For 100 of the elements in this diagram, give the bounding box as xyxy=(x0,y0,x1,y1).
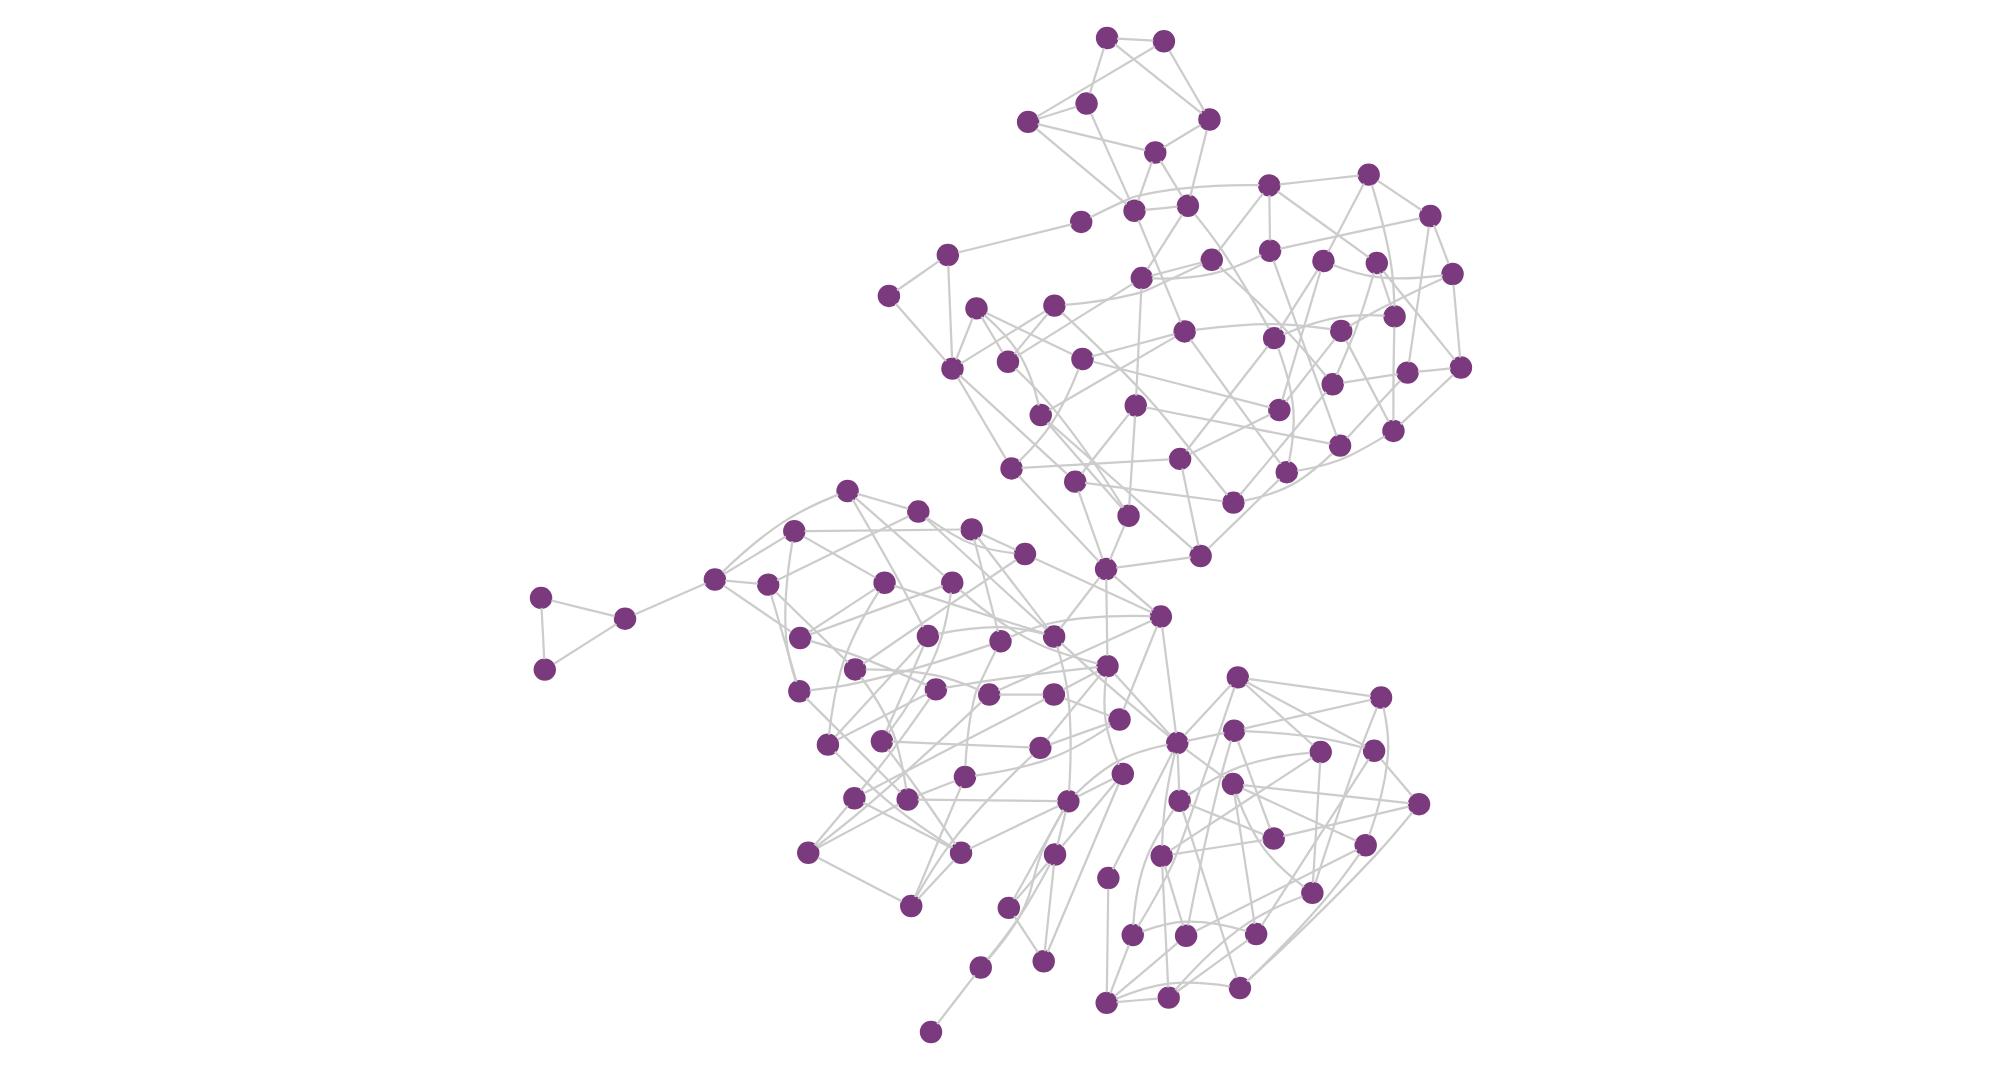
node-circle xyxy=(1167,447,1191,471)
node-circle xyxy=(988,630,1011,653)
connector xyxy=(814,701,982,848)
connector xyxy=(890,740,1029,749)
connector xyxy=(1017,368,1079,463)
connector xyxy=(1121,625,1158,711)
connector xyxy=(1115,37,1153,42)
node-circle xyxy=(1395,361,1418,384)
node-circle xyxy=(935,243,959,267)
connector xyxy=(1036,105,1076,120)
connector xyxy=(1313,706,1378,883)
connector xyxy=(1217,265,1326,377)
connector xyxy=(1136,687,1235,927)
node-circle xyxy=(1129,266,1153,290)
node-circle xyxy=(782,520,805,543)
connector xyxy=(1232,793,1255,925)
connector xyxy=(1241,784,1409,805)
connector xyxy=(1184,345,1268,452)
node-circle xyxy=(842,787,865,810)
connector xyxy=(1451,284,1461,358)
connector xyxy=(1193,213,1269,330)
connector xyxy=(1131,808,1174,926)
connector xyxy=(916,859,954,900)
node-circle xyxy=(842,658,866,681)
node-circle xyxy=(968,956,991,979)
node-circle xyxy=(1261,827,1284,850)
node-circle xyxy=(1093,557,1117,581)
connector xyxy=(853,497,944,577)
connector xyxy=(1282,313,1384,336)
connector xyxy=(1341,373,1397,384)
connector xyxy=(1283,338,1335,403)
node-circle xyxy=(1156,986,1179,1009)
node-circle xyxy=(1165,731,1188,755)
connector xyxy=(1115,997,1157,1004)
connector xyxy=(633,582,706,616)
node-circle xyxy=(787,680,810,703)
connector xyxy=(783,541,796,682)
node-circle xyxy=(1041,683,1065,706)
connector xyxy=(1242,452,1332,502)
connector xyxy=(1060,312,1228,496)
connector xyxy=(1089,113,1131,202)
connector xyxy=(925,516,1014,555)
connector xyxy=(864,668,980,692)
connector xyxy=(1012,312,1048,355)
connector xyxy=(1087,47,1105,94)
connector xyxy=(856,492,908,510)
connector xyxy=(1059,642,1169,737)
connector xyxy=(998,693,1043,696)
connector xyxy=(1243,729,1364,750)
connector xyxy=(862,698,1045,795)
connector xyxy=(1091,360,1269,409)
connector xyxy=(836,693,927,741)
node-circle xyxy=(1227,976,1251,1000)
connector xyxy=(1042,864,1055,952)
connector xyxy=(1245,853,1360,983)
connector xyxy=(1162,865,1184,927)
connector xyxy=(1012,915,1038,954)
connector xyxy=(1276,190,1369,259)
connector xyxy=(935,974,975,1025)
connector xyxy=(1136,161,1152,201)
connector xyxy=(1144,406,1330,445)
node-circle xyxy=(1300,881,1323,905)
node-circle xyxy=(1148,605,1172,628)
connector xyxy=(1008,614,1150,638)
node-circle xyxy=(1257,239,1281,262)
node-circle xyxy=(1094,991,1117,1015)
connector xyxy=(833,643,920,738)
connector xyxy=(1277,269,1318,331)
connector xyxy=(1062,697,1109,717)
connector xyxy=(1011,810,1063,900)
node-circle xyxy=(1311,249,1334,273)
connector xyxy=(861,801,951,849)
node-circle xyxy=(528,586,552,610)
connector xyxy=(775,515,909,582)
node-circle xyxy=(948,841,972,864)
node-circle xyxy=(835,479,858,503)
connector xyxy=(1242,698,1371,730)
node-circle xyxy=(1225,666,1249,689)
connector xyxy=(808,643,990,692)
node-circle xyxy=(906,500,929,523)
connector xyxy=(1168,756,1312,852)
connector xyxy=(1282,805,1408,838)
connector xyxy=(1090,333,1174,358)
node-circle xyxy=(923,678,947,701)
connector xyxy=(886,748,956,846)
connector xyxy=(1235,740,1271,829)
node-circle xyxy=(1173,924,1197,947)
node-circle xyxy=(1042,294,1065,317)
node-circle xyxy=(959,518,982,541)
connector xyxy=(1055,645,1071,792)
node-circle xyxy=(1110,762,1134,786)
connector xyxy=(973,724,1111,777)
node-circle xyxy=(1175,194,1199,217)
node-circle xyxy=(1221,719,1245,742)
node-circle xyxy=(1149,844,1172,868)
node-circle xyxy=(1382,305,1405,328)
node-circle xyxy=(1042,843,1066,866)
connector xyxy=(976,536,1048,629)
node-circle xyxy=(1074,92,1097,115)
connector xyxy=(1344,339,1389,423)
